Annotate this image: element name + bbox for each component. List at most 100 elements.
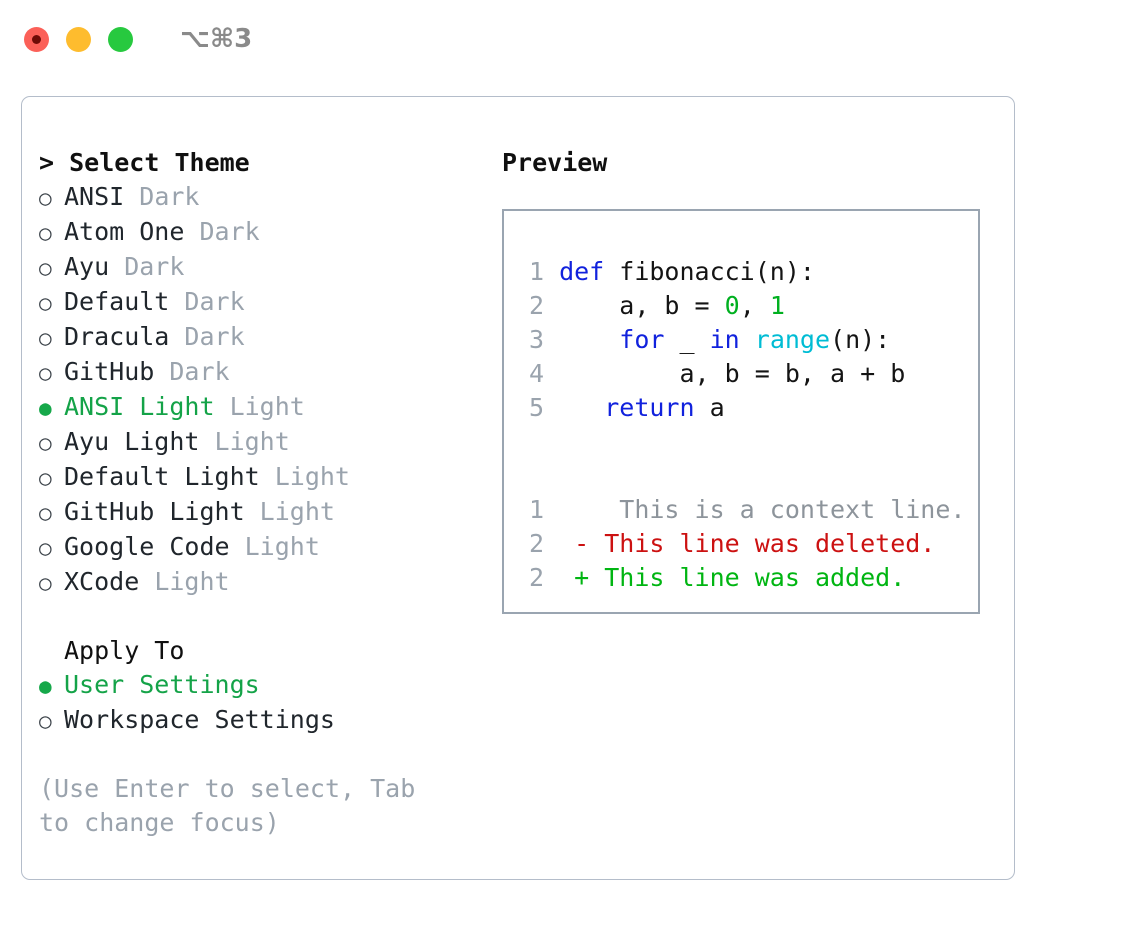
code-token: a, b = bbox=[559, 291, 725, 320]
code-token: range bbox=[754, 325, 831, 354]
diff-text: This line was deleted. bbox=[589, 529, 936, 558]
theme-option-variant: Light bbox=[259, 462, 350, 491]
theme-option[interactable]: ●ANSI Light Light bbox=[39, 390, 502, 425]
theme-option-label: XCode bbox=[64, 567, 140, 596]
code-token bbox=[559, 393, 604, 422]
theme-option-variant: Dark bbox=[154, 357, 230, 386]
maximize-button[interactable] bbox=[108, 26, 133, 52]
theme-option-variant: Dark bbox=[184, 217, 260, 246]
theme-option-variant: Dark bbox=[124, 182, 200, 211]
spacer bbox=[518, 459, 978, 493]
code-token: a bbox=[694, 393, 725, 422]
window-titlebar: ⌥⌘3 bbox=[0, 0, 1140, 78]
theme-option-label: Ayu bbox=[64, 252, 110, 281]
theme-option-variant: Dark bbox=[109, 252, 185, 281]
theme-option[interactable]: ○ ANSI Dark bbox=[39, 180, 502, 215]
minimize-button[interactable] bbox=[66, 26, 91, 52]
theme-option-variant: Light bbox=[244, 497, 335, 526]
radio-unselected-icon: ○ bbox=[39, 709, 52, 733]
code-token bbox=[740, 325, 755, 354]
theme-option-label: ANSI bbox=[64, 182, 125, 211]
radio-unselected-icon: ○ bbox=[39, 291, 52, 315]
radio-unselected-icon: ○ bbox=[39, 536, 52, 560]
code-token bbox=[559, 325, 619, 354]
radio-unselected-icon: ○ bbox=[39, 466, 52, 490]
apply-to-header: Apply To bbox=[64, 636, 185, 665]
theme-option[interactable]: ○ Ayu Light Light bbox=[39, 425, 502, 460]
theme-option[interactable]: ○ GitHub Dark bbox=[39, 355, 502, 390]
line-number: 3 bbox=[528, 325, 544, 354]
theme-option-label: GitHub bbox=[64, 357, 155, 386]
theme-selection-pane: > Select Theme ○ANSI Dark○Atom One Dark○… bbox=[22, 97, 502, 879]
line-number: 5 bbox=[528, 393, 544, 422]
traffic-lights bbox=[24, 26, 133, 52]
diff-marker: + bbox=[574, 563, 590, 592]
line-number: 1 bbox=[528, 495, 544, 524]
radio-unselected-icon: ○ bbox=[39, 256, 52, 280]
code-token: fibonacci(n): bbox=[604, 257, 815, 286]
theme-option[interactable]: ○ Default Light Light bbox=[39, 460, 502, 495]
theme-option[interactable]: ○ Dracula Dark bbox=[39, 320, 502, 355]
code-token: 0 bbox=[724, 291, 740, 320]
theme-option-variant: Dark bbox=[169, 322, 245, 351]
close-button[interactable] bbox=[24, 26, 49, 52]
theme-option-label: GitHub Light bbox=[64, 497, 245, 526]
theme-option-variant: Light bbox=[229, 532, 320, 561]
theme-option[interactable]: ○ GitHub Light Light bbox=[39, 495, 502, 530]
theme-option[interactable]: ○ XCode Light bbox=[39, 565, 502, 600]
diff-line: 1 This is a context line. bbox=[518, 493, 978, 527]
radio-unselected-icon: ○ bbox=[39, 571, 52, 595]
radio-unselected-icon: ○ bbox=[39, 501, 52, 525]
radio-unselected-icon: ○ bbox=[39, 361, 52, 385]
code-line: 2 a, b = 0, 1 bbox=[518, 289, 978, 323]
spacer bbox=[518, 425, 978, 459]
line-number: 2 bbox=[528, 563, 544, 592]
line-number: 1 bbox=[528, 257, 544, 286]
theme-option-variant: Dark bbox=[169, 287, 245, 316]
theme-option-label: ANSI Light bbox=[64, 392, 215, 421]
diff-line: 2 + This line was added. bbox=[518, 561, 978, 595]
keyboard-hint-text: (Use Enter to select, Tab to change focu… bbox=[39, 774, 416, 837]
diff-line: 2 - This line was deleted. bbox=[518, 527, 978, 561]
theme-option[interactable]: ○ Google Code Light bbox=[39, 530, 502, 565]
theme-option-label: Ayu Light bbox=[64, 427, 200, 456]
preview-title: Preview bbox=[502, 148, 608, 177]
radio-unselected-icon: ○ bbox=[39, 186, 52, 210]
theme-option[interactable]: ○ Ayu Dark bbox=[39, 250, 502, 285]
diff-marker: - bbox=[574, 529, 590, 558]
code-token: for bbox=[619, 325, 665, 354]
code-token: a, b = b, a + b bbox=[559, 359, 906, 388]
apply-to-option-label: User Settings bbox=[64, 670, 260, 699]
radio-unselected-icon: ○ bbox=[39, 221, 52, 245]
theme-option-variant: Light bbox=[199, 427, 290, 456]
theme-option-label: Dracula bbox=[64, 322, 170, 351]
code-token: in bbox=[709, 325, 740, 354]
theme-option-list: ○ANSI Dark○Atom One Dark○Ayu Dark○Defaul… bbox=[39, 180, 502, 600]
code-token: 1 bbox=[769, 291, 785, 320]
select-theme-header: > Select Theme bbox=[39, 148, 250, 177]
code-line: 1 def fibonacci(n): bbox=[518, 255, 978, 289]
radio-selected-icon: ● bbox=[39, 674, 52, 698]
theme-option[interactable]: ○ Default Dark bbox=[39, 285, 502, 320]
code-line: 4 a, b = b, a + b bbox=[518, 357, 978, 391]
radio-unselected-icon: ○ bbox=[39, 431, 52, 455]
theme-option-label: Default Light bbox=[64, 462, 260, 491]
radio-unselected-icon: ○ bbox=[39, 326, 52, 350]
diff-sample: 1 This is a context line.2 - This line w… bbox=[518, 493, 978, 595]
apply-to-option-label: Workspace Settings bbox=[64, 705, 335, 734]
apply-to-option[interactable]: ● User Settings bbox=[39, 668, 502, 703]
apply-to-option[interactable]: ○ Workspace Settings bbox=[39, 703, 502, 738]
theme-selector-card: > Select Theme ○ANSI Dark○Atom One Dark○… bbox=[21, 96, 1015, 880]
diff-text: This is a context line. bbox=[589, 495, 966, 524]
theme-option-variant: Light bbox=[139, 567, 230, 596]
apply-to-option-list: ● User Settings ○ Workspace Settings bbox=[39, 668, 502, 738]
recording-indicator-icon bbox=[32, 34, 41, 44]
theme-option[interactable]: ○Atom One Dark bbox=[39, 215, 502, 250]
theme-option-label: Default bbox=[64, 287, 170, 316]
theme-option-variant: Light bbox=[214, 392, 305, 421]
theme-option-label: Google Code bbox=[64, 532, 230, 561]
diff-marker bbox=[574, 495, 589, 524]
